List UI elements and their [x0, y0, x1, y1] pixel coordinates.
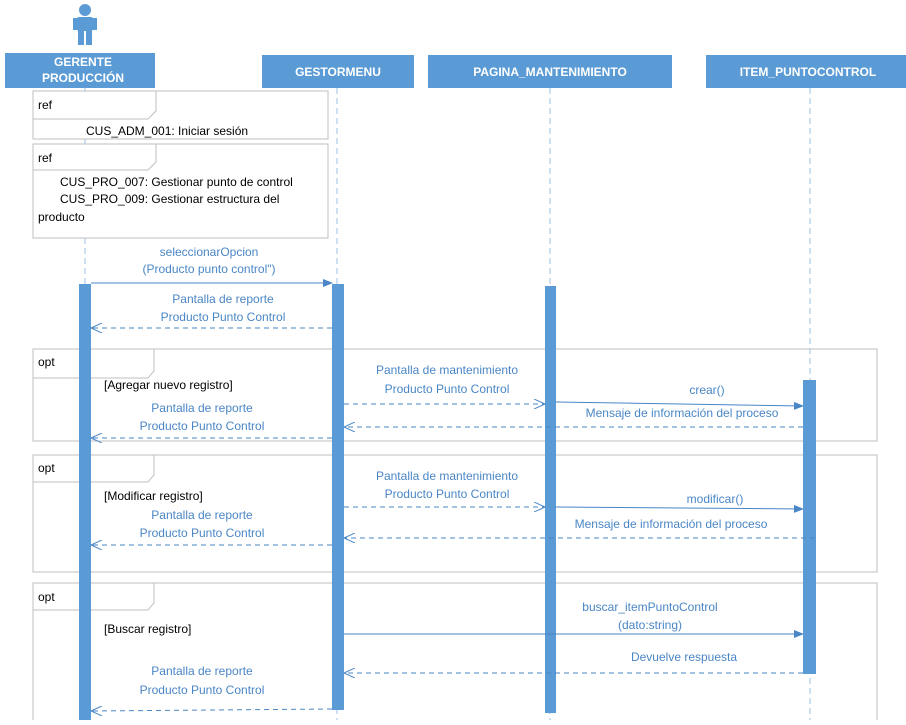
- message-label: modificar(): [687, 492, 744, 506]
- opt-tag: opt: [38, 355, 55, 369]
- participant-item: ITEM_PUNTOCONTROL: [740, 65, 876, 79]
- opt-frame-1: opt [Agregar nuevo registro]: [32, 348, 878, 442]
- activation-gestormenu: [332, 284, 344, 710]
- guard-text: [Modificar registro]: [104, 489, 203, 503]
- message-label: Pantalla de reporte: [151, 508, 253, 522]
- guard-text: [Agregar nuevo registro]: [104, 378, 233, 392]
- message-label: Pantalla de reporte: [151, 664, 253, 678]
- message-label: buscar_itemPuntoControl: [582, 600, 717, 614]
- participant-gestormenu: GESTORMENU: [295, 65, 381, 79]
- message-label: crear(): [689, 383, 724, 397]
- message-pantalla-reporte: Pantalla de reporte Producto Punto Contr…: [91, 292, 332, 328]
- ref-tag: ref: [38, 98, 53, 112]
- activation-bars: [79, 284, 816, 720]
- person-icon: [73, 4, 97, 45]
- message-seleccionar-opcion: seleccionarOpcion (Producto punto contro…: [91, 245, 333, 287]
- ref-frame-1: ref CUS_ADM_001: Iniciar sesión: [32, 90, 329, 140]
- ref-text: CUS_ADM_001: Iniciar sesión: [86, 124, 248, 138]
- activation-pagina: [545, 286, 556, 713]
- ref-tag: ref: [38, 151, 53, 165]
- participant-pagina: PAGINA_MANTENIMIENTO: [473, 65, 627, 79]
- message-label: Producto Punto Control: [385, 487, 510, 501]
- ref-text: CUS_PRO_007: Gestionar punto de control: [60, 175, 293, 189]
- ref-text: producto: [38, 210, 85, 224]
- message-label: Pantalla de mantenimiento: [376, 469, 518, 483]
- message-label: Producto Punto Control: [140, 526, 265, 540]
- actor-label-line2: PRODUCCIÓN: [42, 70, 124, 85]
- guard-text: [Buscar registro]: [104, 622, 191, 636]
- message-label: Pantalla de reporte: [151, 401, 253, 415]
- activation-gerente: [79, 284, 91, 720]
- message-label: Producto Punto Control: [140, 683, 265, 697]
- opt-tag: opt: [38, 461, 55, 475]
- opt-frame-3: opt [Buscar registro]: [32, 582, 878, 725]
- message-label: Producto Punto Control: [385, 382, 510, 396]
- header-pagina: PAGINA_MANTENIMIENTO: [428, 55, 672, 88]
- message-label: seleccionarOpcion: [160, 245, 259, 259]
- opt1-messages: Pantalla de mantenimiento Producto Punto…: [91, 363, 804, 438]
- ref-frame-2: ref CUS_PRO_007: Gestionar punto de cont…: [32, 143, 329, 239]
- message-label: Pantalla de mantenimiento: [376, 363, 518, 377]
- message-label: Devuelve respuesta: [631, 650, 737, 664]
- message-label: Mensaje de información del proceso: [575, 517, 768, 531]
- message-label: (Producto punto control"): [143, 262, 276, 276]
- opt2-messages: Pantalla de mantenimiento Producto Punto…: [91, 469, 815, 545]
- message-label: Pantalla de reporte: [172, 292, 274, 306]
- header-item: ITEM_PUNTOCONTROL: [706, 55, 906, 88]
- opt3-messages: buscar_itemPuntoControl (dato:string) De…: [91, 600, 804, 711]
- activation-item: [803, 380, 816, 674]
- message-label: Producto Punto Control: [140, 419, 265, 433]
- ref-text: CUS_PRO_009: Gestionar estructura del: [60, 192, 279, 206]
- header-gestormenu: GESTORMENU: [262, 55, 414, 88]
- header-gerente: GERENTE PRODUCCIÓN: [5, 53, 155, 88]
- message-label: Mensaje de información del proceso: [586, 406, 779, 420]
- actor-label-line1: GERENTE: [54, 55, 112, 69]
- message-label: (dato:string): [618, 618, 682, 632]
- message-label: Producto Punto Control: [161, 310, 286, 324]
- opt-tag: opt: [38, 590, 55, 604]
